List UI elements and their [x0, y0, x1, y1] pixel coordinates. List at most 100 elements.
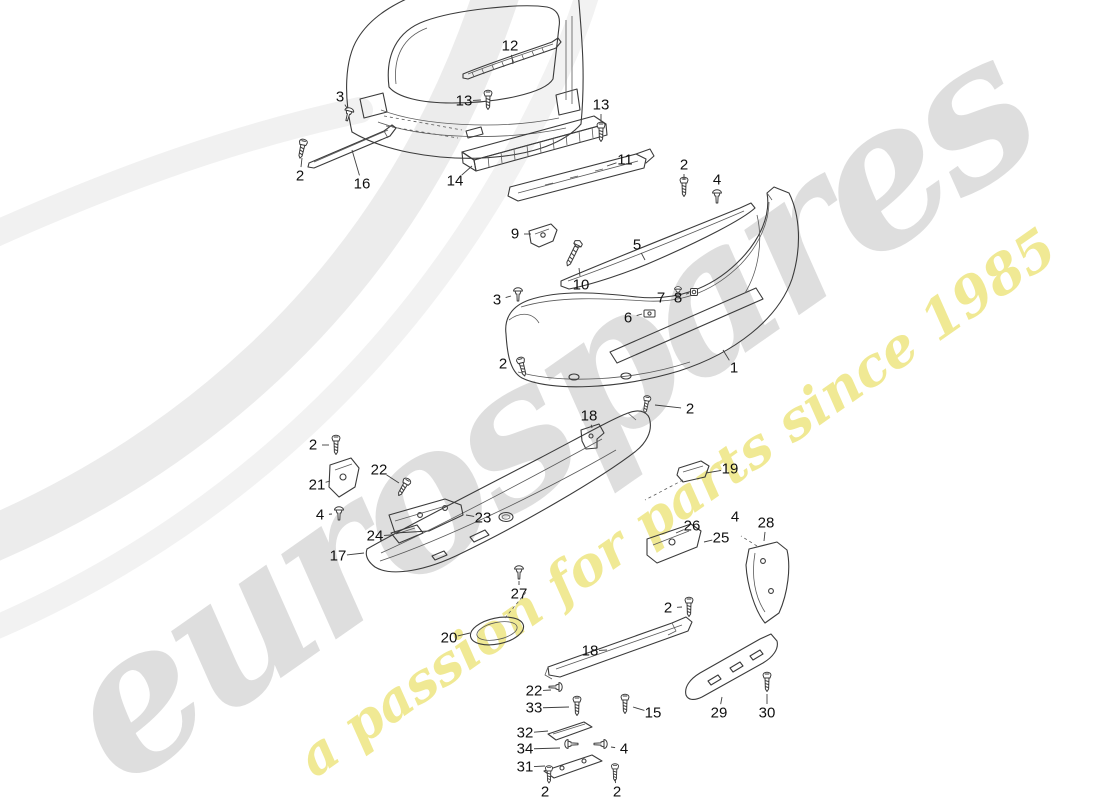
- callout-8[interactable]: 8: [674, 290, 682, 307]
- part-28-side-support: [740, 535, 790, 624]
- fasteners: [295, 89, 772, 784]
- leader-line-8: [686, 292, 690, 295]
- callout-2[interactable]: 2: [686, 401, 694, 418]
- callout-2[interactable]: 2: [499, 356, 507, 373]
- callout-11[interactable]: 11: [617, 152, 633, 169]
- callout-26[interactable]: 26: [684, 518, 701, 535]
- part-18-upper-bracket: [580, 423, 605, 450]
- leader-line-28: [763, 531, 766, 542]
- screw-30: [762, 671, 772, 692]
- callout-13[interactable]: 13: [456, 93, 473, 110]
- leader-line-14: [461, 165, 473, 176]
- clip-6: [643, 309, 656, 318]
- callout-23[interactable]: 23: [475, 510, 492, 527]
- callout-18[interactable]: 18: [581, 408, 598, 425]
- leader-line-25: [703, 539, 713, 543]
- leader-line-12: [511, 54, 514, 65]
- callout-16[interactable]: 16: [354, 176, 371, 193]
- leader-line-32: [533, 730, 549, 733]
- callout-4[interactable]: 4: [620, 741, 628, 758]
- leader-line-3: [344, 104, 348, 109]
- callout-1[interactable]: 1: [730, 360, 738, 377]
- leader-line-3: [505, 295, 512, 298]
- callout-4[interactable]: 4: [731, 509, 739, 526]
- leader-line-11: [606, 162, 617, 167]
- clip-34: [564, 739, 579, 749]
- callout-5[interactable]: 5: [633, 237, 641, 254]
- callout-2[interactable]: 2: [309, 437, 317, 454]
- part-31-plate: [543, 754, 603, 779]
- callout-22[interactable]: 22: [371, 462, 388, 479]
- callout-28[interactable]: 28: [758, 515, 775, 532]
- screw-13-b: [596, 121, 606, 142]
- callout-2[interactable]: 2: [613, 784, 621, 800]
- callout-13[interactable]: 13: [593, 97, 610, 114]
- leader-line-23: [465, 514, 475, 517]
- callout-4[interactable]: 4: [713, 172, 721, 189]
- part-14-impact-absorber: [461, 115, 608, 172]
- screw-13-a: [483, 89, 493, 110]
- leader-line-2: [300, 157, 303, 168]
- part-25-26-bracket: [646, 523, 702, 564]
- leader-line-22: [386, 474, 400, 484]
- callout-6[interactable]: 6: [624, 310, 632, 327]
- callout-24[interactable]: 24: [367, 528, 384, 545]
- callout-20[interactable]: 20: [441, 630, 458, 647]
- callout-7[interactable]: 7: [657, 290, 665, 307]
- leader-line-6: [636, 313, 643, 316]
- callout-21[interactable]: 21: [309, 477, 326, 494]
- callout-31[interactable]: 31: [517, 759, 534, 776]
- callout-25[interactable]: 25: [713, 530, 730, 547]
- callout-3[interactable]: 3: [336, 89, 344, 106]
- grommet-8: [690, 288, 698, 296]
- leader-line-5: [640, 252, 646, 261]
- leader-line-21: [325, 480, 331, 483]
- callout-22[interactable]: 22: [526, 683, 543, 700]
- callout-19[interactable]: 19: [722, 461, 739, 478]
- part-1-bumper-cover: [505, 186, 799, 388]
- part-20-exhaust-trim-oval: [469, 616, 525, 646]
- callout-27[interactable]: 27: [511, 586, 528, 603]
- part-16-bracket-strip: [307, 124, 397, 169]
- callout-17[interactable]: 17: [330, 548, 347, 565]
- callout-2[interactable]: 2: [680, 157, 688, 174]
- leader-line-16: [351, 149, 360, 176]
- leader-line-31: [533, 765, 546, 767]
- screw-2-h: [610, 763, 620, 782]
- callout-2[interactable]: 2: [664, 600, 672, 617]
- part-11-mounting-rail: [507, 148, 655, 202]
- callout-34[interactable]: 34: [517, 741, 534, 758]
- callout-18[interactable]: 18: [582, 643, 599, 660]
- callout-3[interactable]: 3: [493, 292, 501, 309]
- leader-line-34: [533, 747, 561, 750]
- callout-10[interactable]: 10: [573, 277, 590, 294]
- callout-29[interactable]: 29: [711, 705, 728, 722]
- leader-line-29: [720, 696, 723, 705]
- leader-line-15: [632, 706, 645, 711]
- callout-32[interactable]: 32: [517, 725, 534, 742]
- watermark: eurospares a passion for parts since 198…: [17, 0, 1076, 800]
- screw-15: [620, 693, 630, 714]
- callout-4[interactable]: 4: [316, 507, 324, 524]
- part-17-lower-skirt: [365, 410, 651, 573]
- part-21-side-bracket: [328, 457, 360, 498]
- callout-12[interactable]: 12: [502, 38, 519, 55]
- callout-33[interactable]: 33: [526, 700, 543, 717]
- part-18-lower-strip: [544, 616, 693, 680]
- callout-30[interactable]: 30: [759, 705, 776, 722]
- part-12-slat: [462, 37, 562, 80]
- leader-line-2: [614, 778, 617, 784]
- leader-line-2: [654, 404, 682, 409]
- clip-4-c: [593, 739, 608, 749]
- screw-2-a: [295, 137, 309, 160]
- callout-9[interactable]: 9: [511, 226, 519, 243]
- leader-line-26: [675, 529, 684, 534]
- screw-33: [572, 695, 582, 716]
- callout-14[interactable]: 14: [447, 173, 464, 190]
- leader-line-10: [578, 267, 581, 277]
- callout-15[interactable]: 15: [645, 705, 662, 722]
- callout-2[interactable]: 2: [296, 168, 304, 185]
- callout-2[interactable]: 2: [541, 784, 549, 800]
